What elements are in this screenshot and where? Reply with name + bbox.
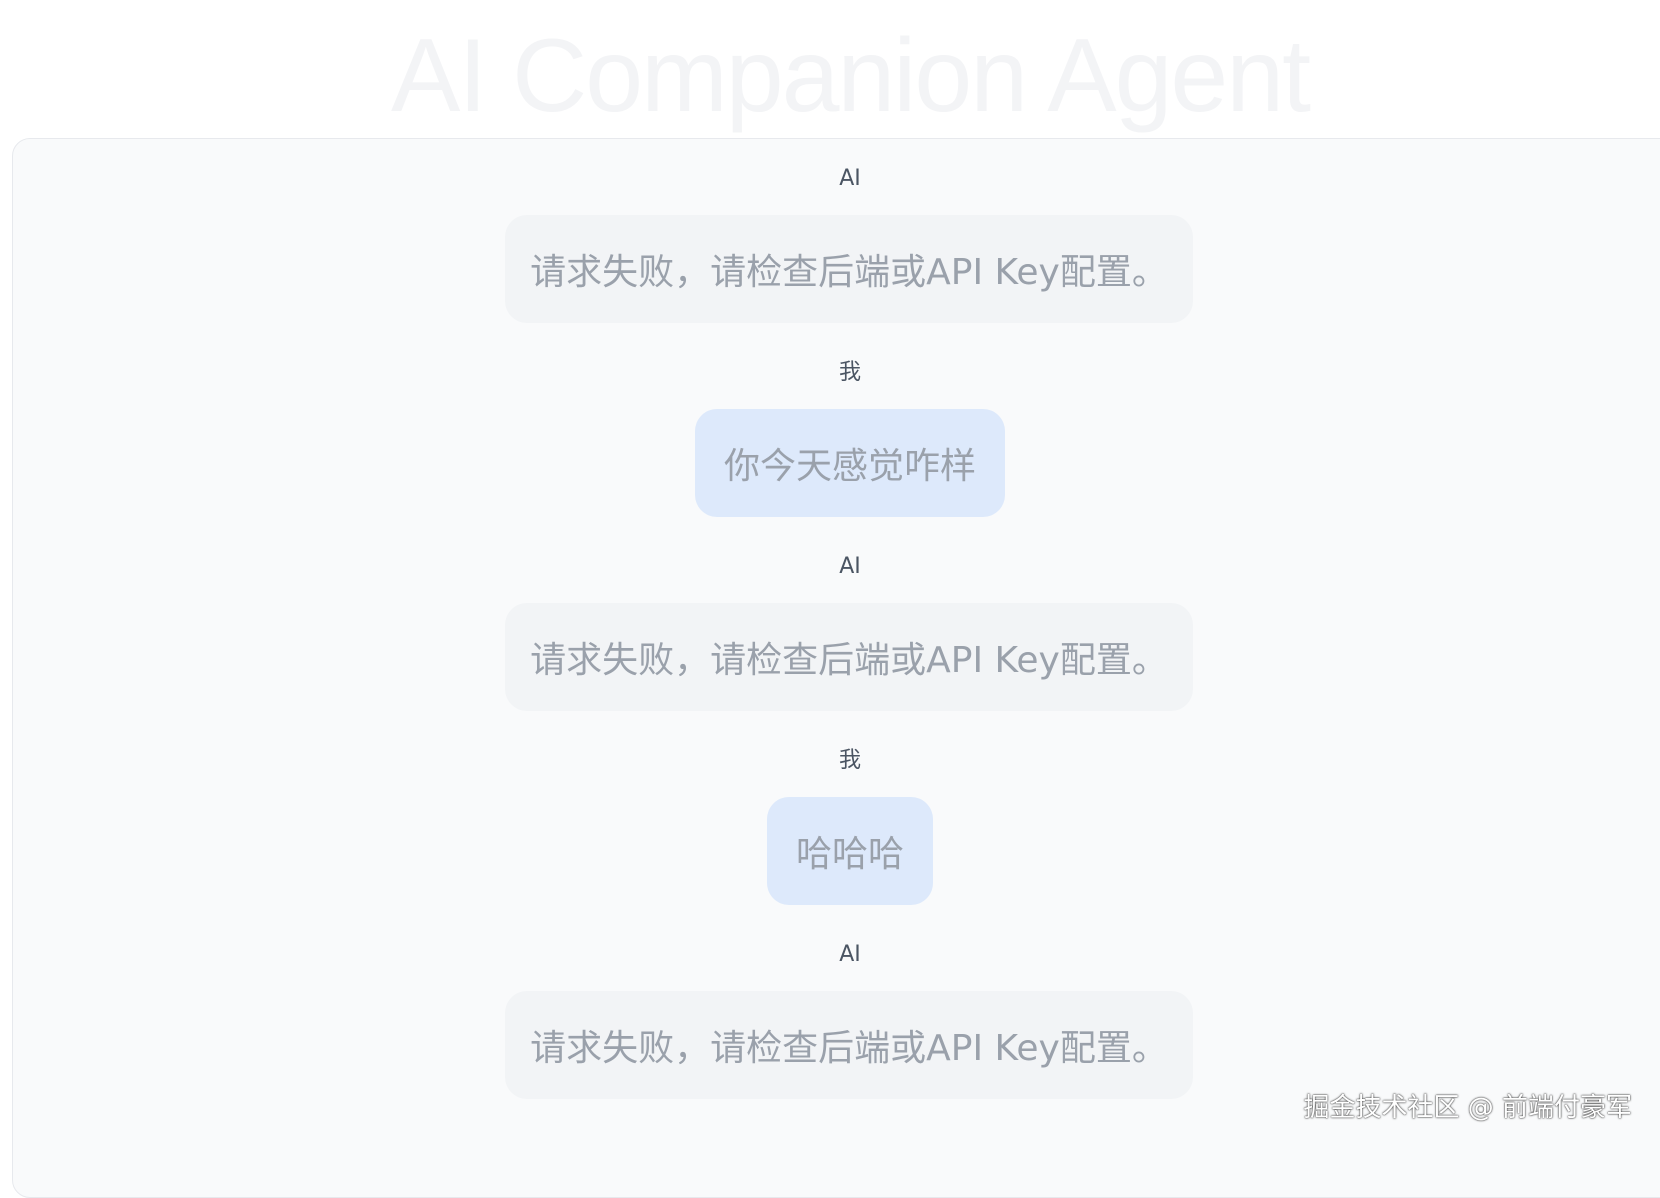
chat-panel[interactable]: AI 请求失败，请检查后端或API Key配置。 我 你今天感觉咋样 AI 请求… [12, 138, 1660, 1198]
sender-label: 我 [838, 360, 861, 385]
sender-label: AI [839, 166, 861, 191]
sender-label: AI [839, 942, 861, 967]
message-bubble[interactable]: 哈哈哈 [767, 797, 933, 905]
message-bubble[interactable]: 请求失败，请检查后端或API Key配置。 [505, 991, 1193, 1099]
message-bubble[interactable]: 你今天感觉咋样 [695, 409, 1005, 517]
watermark: 掘金技术社区 @ 前端付豪军 [1303, 1093, 1632, 1123]
message-bubble[interactable]: 请求失败，请检查后端或API Key配置。 [505, 603, 1193, 711]
sender-label: 我 [838, 748, 861, 773]
page-title: AI Companion Agent [391, 18, 1311, 134]
sender-label: AI [839, 554, 861, 579]
message-bubble[interactable]: 请求失败，请检查后端或API Key配置。 [505, 215, 1193, 323]
